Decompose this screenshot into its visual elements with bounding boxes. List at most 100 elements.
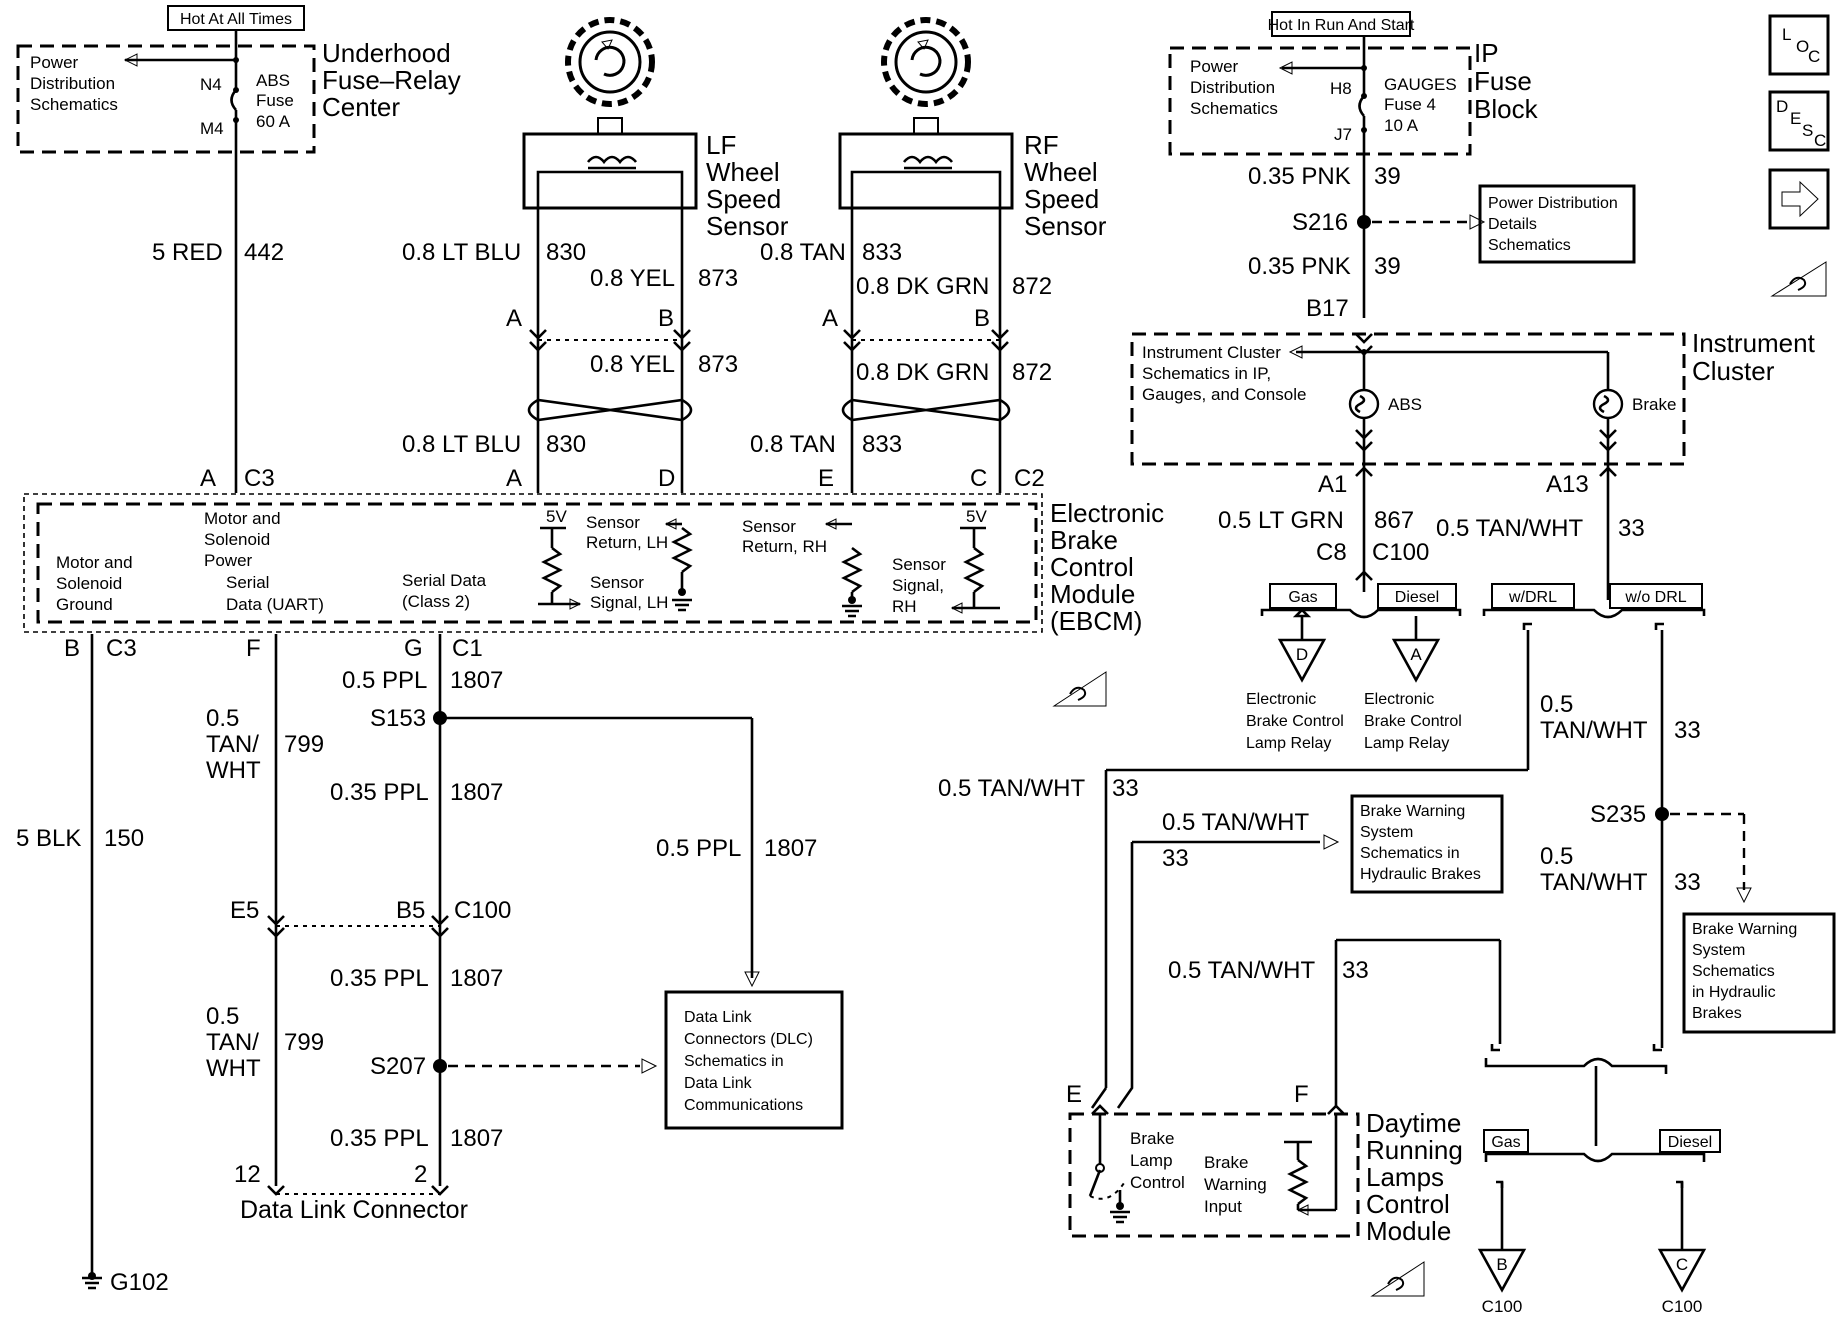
underhood-power-dist-text: Power Distribution Schematics [30,53,118,114]
svg-text:873: 873 [698,351,738,378]
svg-text:799: 799 [284,731,324,758]
ebcm-box [36,502,1038,624]
svg-text:0.35 PPL: 0.35 PPL [330,779,429,806]
svg-text:Lamp: Lamp [1130,1151,1173,1170]
svg-text:Fuse: Fuse [1474,66,1532,96]
svg-text:A: A [1410,645,1422,664]
svg-text:B5: B5 [396,897,425,924]
svg-text:Sensor: Sensor [1024,211,1107,241]
svg-text:C1: C1 [452,635,483,662]
svg-text:C: C [1814,131,1826,150]
svg-text:Distribution: Distribution [1190,78,1275,97]
svg-text:1807: 1807 [764,835,817,862]
svg-text:Power: Power [204,551,253,570]
pin-m4: M4 [200,119,224,138]
svg-text:Serial Data: Serial Data [402,571,487,590]
svg-text:Data Link: Data Link [684,1075,753,1092]
svg-text:Electronic: Electronic [1050,498,1164,528]
svg-text:A: A [200,465,216,492]
lf-sensor-body [522,132,698,210]
lf-twisted-pair-icon [527,398,693,422]
svg-text:0.5: 0.5 [1540,691,1573,718]
svg-text:872: 872 [1012,359,1052,386]
svg-text:C8: C8 [1316,539,1347,566]
svg-text:LF: LF [706,130,736,160]
svg-text:Running: Running [1366,1135,1463,1165]
svg-text:S235: S235 [1590,801,1646,828]
svg-text:Module: Module [1366,1216,1451,1246]
loc-nav-button[interactable]: L O C [1768,14,1830,76]
svg-text:C100: C100 [1662,1297,1703,1316]
svg-text:1807: 1807 [450,667,503,694]
svg-text:Brake Control: Brake Control [1246,713,1344,730]
svg-text:0.35 PPL: 0.35 PPL [330,965,429,992]
fuse-icon [230,89,238,111]
desc-nav-button[interactable]: D E S C [1768,90,1830,152]
lh-resistor-icon [541,546,563,594]
svg-text:0.5 PPL: 0.5 PPL [342,667,427,694]
instrument-cluster-title: Instrument Cluster [1692,328,1816,386]
option-wo-drl: w/o DRL [1609,583,1703,609]
svg-text:Diesel: Diesel [1395,589,1439,606]
option-diesel-top: Diesel [1377,583,1457,609]
svg-text:0.5 TAN/WHT: 0.5 TAN/WHT [1436,515,1583,542]
svg-text:0.8 LT BLU: 0.8 LT BLU [402,239,521,266]
option-w-drl: w/DRL [1491,583,1575,609]
rf-sensor-body [838,132,1014,210]
svg-text:S216: S216 [1292,209,1348,236]
svg-text:830: 830 [546,239,586,266]
svg-text:Connectors (DLC): Connectors (DLC) [684,1031,813,1048]
svg-text:GAUGES: GAUGES [1384,75,1457,94]
svg-text:Data (UART): Data (UART) [226,595,324,614]
svg-text:10 A: 10 A [1384,116,1419,135]
brake-warning-input-label: Brake Warning Input [1204,1153,1267,1216]
svg-text:in Hydraulic: in Hydraulic [1692,984,1776,1001]
svg-text:799: 799 [284,1029,324,1056]
svg-text:33: 33 [1162,845,1189,872]
svg-text:33: 33 [1674,869,1701,896]
svg-text:Daytime: Daytime [1366,1108,1461,1138]
svg-text:B: B [64,635,80,662]
next-arrow-icon[interactable] [1768,168,1830,230]
svg-text:Hot In Run And Start: Hot In Run And Start [1268,17,1415,34]
svg-text:Cluster: Cluster [1692,356,1775,386]
power-details-ref-box: Power Distribution Details Schematics [1478,184,1636,264]
svg-text:Sensor: Sensor [586,513,640,532]
svg-text:Power: Power [30,53,79,72]
ebcm-outer-border [23,493,1043,633]
arrow-left-icon [123,53,138,67]
svg-text:WHT: WHT [206,757,261,784]
svg-text:Brake Control: Brake Control [1364,713,1462,730]
drl-module-title: Daytime Running Lamps Control Module [1366,1108,1463,1246]
motor-power-label: Motor and Solenoid Power [204,509,281,570]
svg-text:Schematics: Schematics [1488,237,1571,254]
svg-text:D: D [658,465,675,492]
svg-text:TAN/WHT: TAN/WHT [1540,717,1648,744]
svg-text:Return, RH: Return, RH [742,537,827,556]
svg-text:ABS: ABS [1388,395,1422,414]
svg-text:Module: Module [1050,579,1135,609]
svg-text:Communications: Communications [684,1097,803,1114]
dlc-ref-box: Data Link Connectors (DLC) Schematics in… [664,990,844,1130]
svg-text:Brake Warning: Brake Warning [1692,921,1797,938]
svg-text:Brakes: Brakes [1692,1005,1742,1022]
svg-text:System: System [1692,942,1745,959]
svg-text:TAN/WHT: TAN/WHT [1540,869,1648,896]
serial-uart-label: Serial Data (UART) [226,573,324,614]
svg-text:0.5 PPL: 0.5 PPL [656,835,741,862]
esd-warning-icon [1770,261,1827,297]
svg-text:Fuse–Relay: Fuse–Relay [322,65,461,95]
svg-text:0.5 TAN/WHT: 0.5 TAN/WHT [938,775,1085,802]
underhood-fuse-box [16,44,316,154]
relay-label-gas: Electronic Brake Control Lamp Relay [1246,691,1344,752]
svg-text:150: 150 [104,825,144,852]
svg-text:Control: Control [1050,552,1134,582]
svg-text:E5: E5 [230,897,259,924]
svg-text:Gauges, and Console: Gauges, and Console [1142,385,1306,404]
brake-lamp-icon [1592,388,1624,420]
svg-text:Fuse 4: Fuse 4 [1384,95,1436,114]
ref-c-triangle-icon [1657,1248,1707,1293]
svg-text:60 A: 60 A [256,112,291,131]
svg-text:1807: 1807 [450,779,503,806]
svg-text:Gas: Gas [1288,589,1317,606]
